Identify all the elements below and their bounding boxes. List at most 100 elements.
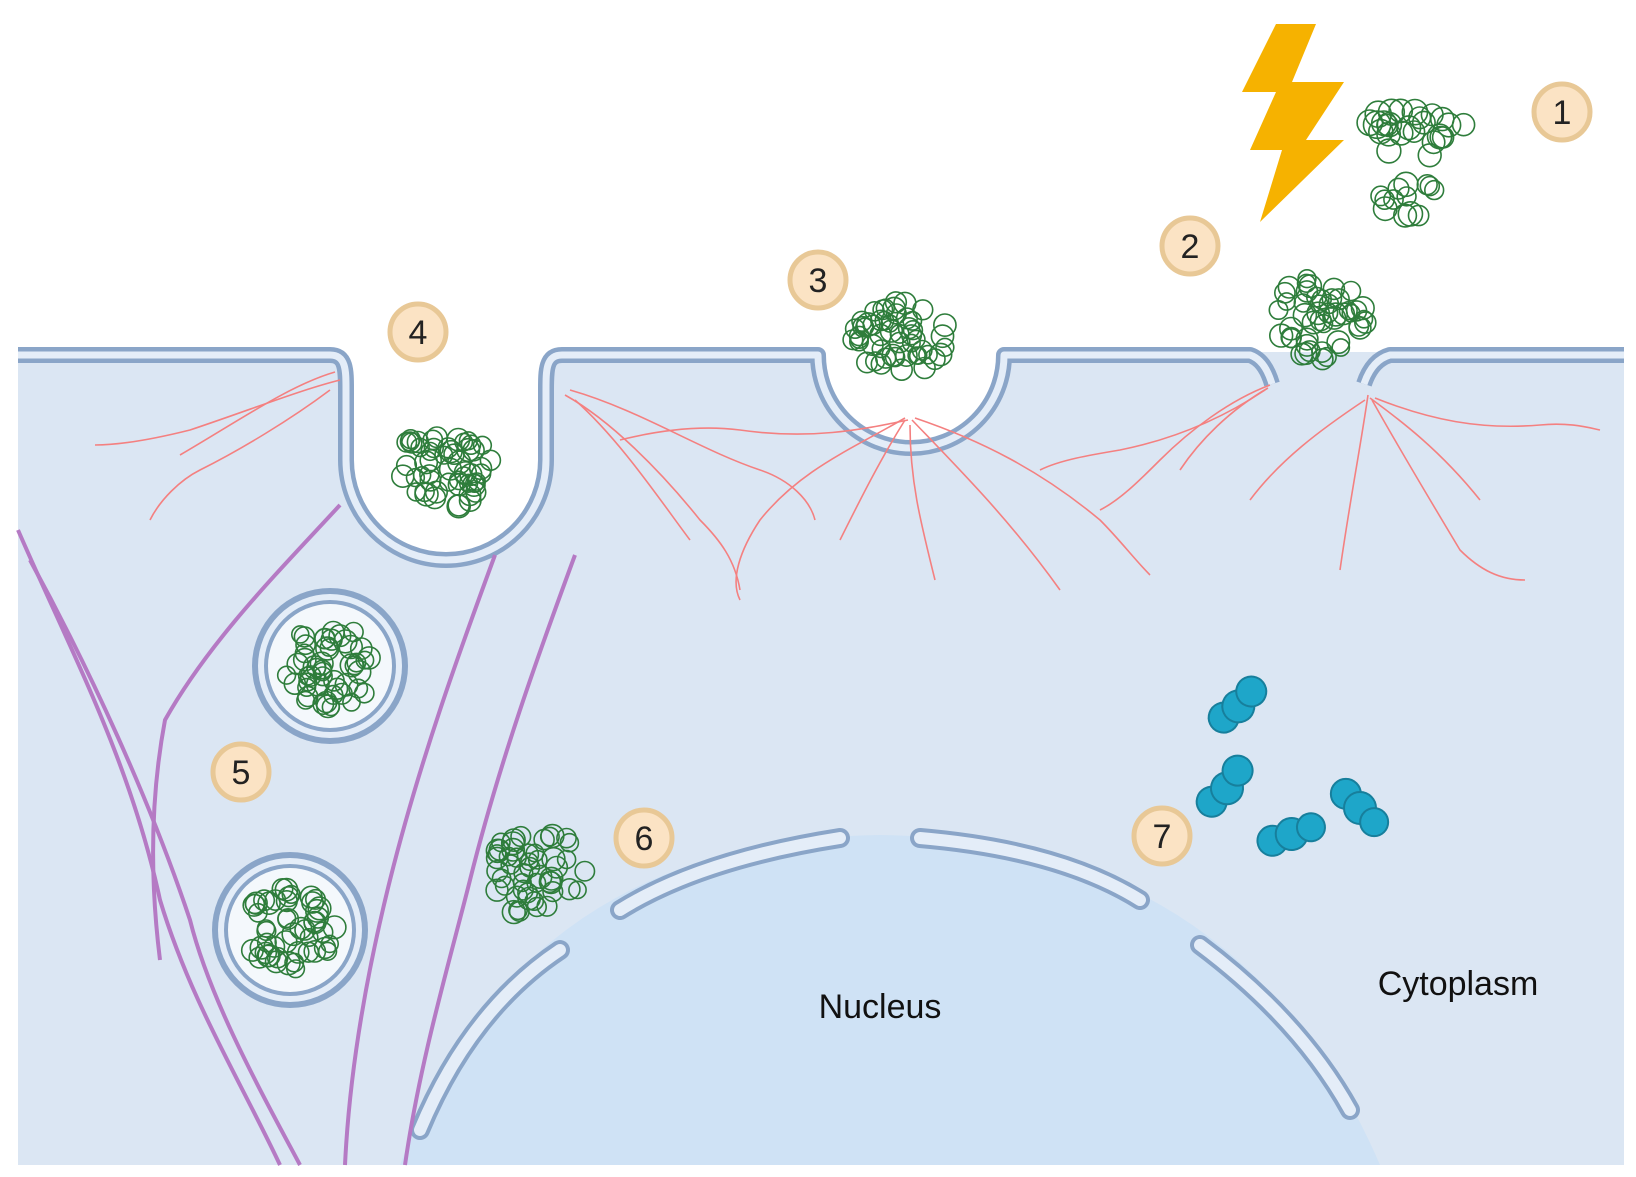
nanoparticle [277, 885, 300, 908]
nanoparticle [558, 877, 581, 901]
nanoparticle [1309, 309, 1332, 332]
nanoparticle [405, 467, 426, 488]
nanoparticle [1293, 293, 1314, 313]
nanoparticle [242, 893, 266, 917]
nanoparticle [930, 324, 955, 349]
nanoparticle [911, 339, 933, 361]
nanoparticle [456, 437, 481, 463]
nanoparticle [1356, 109, 1384, 137]
nanoparticle [343, 621, 364, 643]
nucleus [400, 835, 1380, 1165]
nanoparticle [1397, 200, 1424, 227]
nanoparticle [256, 932, 277, 953]
nanoparticle [1364, 100, 1392, 128]
nanoparticle [274, 930, 298, 954]
nanoparticle [1277, 275, 1301, 299]
nanoparticle [1388, 98, 1414, 124]
nanoparticle [1316, 346, 1337, 368]
nanoparticle [1376, 138, 1402, 164]
nanoparticle [1354, 309, 1374, 329]
step-badge-5: 5 [210, 741, 272, 803]
nanoparticle [276, 665, 297, 685]
nanoparticle [491, 868, 512, 889]
nanoparticle [1451, 112, 1476, 137]
svg-text:6: 6 [635, 820, 654, 858]
nanoparticle [890, 358, 914, 382]
nanoparticle [884, 291, 908, 314]
nanoparticle-cluster [1370, 171, 1445, 228]
nanoparticle [1396, 115, 1422, 141]
step-badge-1: 1 [1531, 81, 1593, 143]
microtubules [16, 503, 577, 1166]
nanoparticle-cluster [276, 620, 381, 719]
nanoparticle [423, 437, 444, 459]
nanoparticle [501, 899, 526, 925]
nanoparticle [263, 935, 286, 958]
nanoparticle [918, 344, 938, 365]
nanoparticle [293, 626, 316, 648]
nanoparticle [1348, 316, 1372, 340]
nanoparticle [1280, 326, 1302, 349]
nanoparticle [355, 650, 375, 670]
nanoparticle [320, 934, 340, 954]
svg-text:5: 5 [232, 754, 251, 792]
nucleus-label: Nucleus [819, 988, 942, 1026]
nanoparticle [1421, 130, 1446, 155]
nanoparticle-cluster [1268, 269, 1377, 371]
step-badge-3: 3 [787, 249, 849, 311]
nanoparticle [849, 330, 869, 350]
nanoparticle [312, 692, 335, 715]
nanoparticle [1396, 186, 1417, 207]
nanoparticle [1301, 310, 1326, 335]
nanoparticle [420, 441, 440, 462]
nanoparticle [390, 464, 415, 489]
nanoparticle [1401, 98, 1429, 126]
nanoparticle [357, 646, 381, 670]
step-badge-2: 2 [1159, 215, 1221, 277]
lightning-bolt-icon [1242, 24, 1344, 222]
nanoparticle [321, 697, 341, 717]
nanoparticle [486, 859, 509, 883]
nanoparticle [1326, 330, 1351, 355]
nanoparticle [574, 860, 596, 882]
nanoparticle [472, 435, 493, 455]
svg-text:7: 7 [1153, 818, 1172, 856]
nanoparticle [556, 827, 577, 849]
nanoparticle [855, 351, 878, 374]
step-badge-4: 4 [387, 301, 449, 363]
actin-filaments [94, 371, 1601, 601]
nanoparticle-cluster [842, 291, 957, 382]
svg-text:4: 4 [409, 314, 428, 352]
nuclear-envelope [410, 828, 1360, 1140]
nanoparticle [1388, 120, 1414, 146]
nanoparticle [458, 473, 479, 493]
nanoparticle [512, 879, 534, 901]
svg-text:1: 1 [1553, 94, 1572, 132]
nanoparticle [249, 935, 274, 960]
nanoparticle [498, 846, 519, 867]
nanoparticle-cluster [485, 823, 596, 925]
nanoparticle [400, 429, 421, 450]
nanoparticle [513, 862, 534, 884]
nanoparticle [281, 884, 301, 905]
nanoparticle [284, 952, 305, 973]
nanoparticle [568, 880, 587, 900]
nanoparticle [541, 846, 566, 872]
nanoparticle [334, 672, 359, 697]
nanoparticle [1322, 277, 1346, 301]
nanoparticle [1327, 288, 1350, 311]
nanoparticle [307, 896, 332, 921]
nanoparticle [1268, 299, 1289, 320]
nanoparticle [879, 319, 904, 343]
svg-text:2: 2 [1181, 228, 1200, 266]
cytoplasm-label: Cytoplasm [1378, 965, 1539, 1003]
nanoparticle [1416, 174, 1438, 196]
nanoparticle [500, 831, 526, 856]
nanoparticle [556, 849, 577, 870]
nanoparticle [425, 426, 448, 449]
nanoparticle [460, 434, 482, 456]
nanoparticle [1411, 110, 1436, 135]
nanoparticle [1430, 106, 1455, 132]
nanoparticle [852, 315, 874, 338]
